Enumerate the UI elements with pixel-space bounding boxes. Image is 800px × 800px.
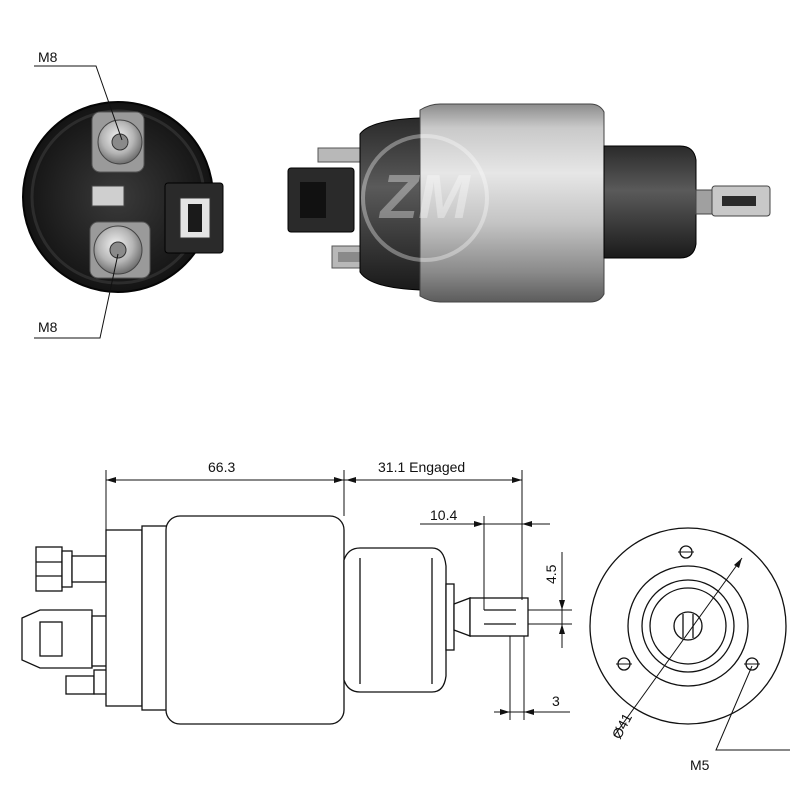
upper-stud [317,147,365,163]
dim-diameter: Ø41 [609,710,636,741]
side-drawing [21,515,529,725]
drawing-main-body [165,515,345,725]
top-terminal [91,111,145,173]
label-m8-top: M8 [38,49,58,65]
drawing-plunger [453,597,471,637]
end-drawing-plunger [673,611,703,641]
plunger [695,189,715,215]
square-connector [164,182,224,254]
end-drawing [589,527,790,751]
leader-m8-bottom [34,253,119,339]
side-view-photo: ZM [287,103,771,303]
watermark-ring [361,134,489,262]
drawing-upper-nut [35,546,63,592]
leader-m8-top [34,65,123,141]
dim-body-length: 66.3 [208,459,235,475]
dark-nose [603,145,697,259]
dim-tab-hole: 3 [552,693,560,709]
drawing-end-flange [105,529,143,707]
drawing-plunger-tab [469,597,529,637]
bottom-terminal [89,221,151,279]
label-m5: M5 [690,757,710,773]
label-m8-bottom: M8 [38,319,58,335]
dim-stroke-engaged: 31.1 Engaged [378,459,465,475]
drawing-nose [343,547,447,693]
dimension-lines [105,470,572,720]
dim-tab-width: 4.5 [543,564,559,584]
silver-can [419,103,605,303]
watermark: ZM [378,163,471,232]
dim-tab-length: 10.4 [430,507,457,523]
center-terminal [91,185,125,207]
end-view-photo [22,101,224,293]
